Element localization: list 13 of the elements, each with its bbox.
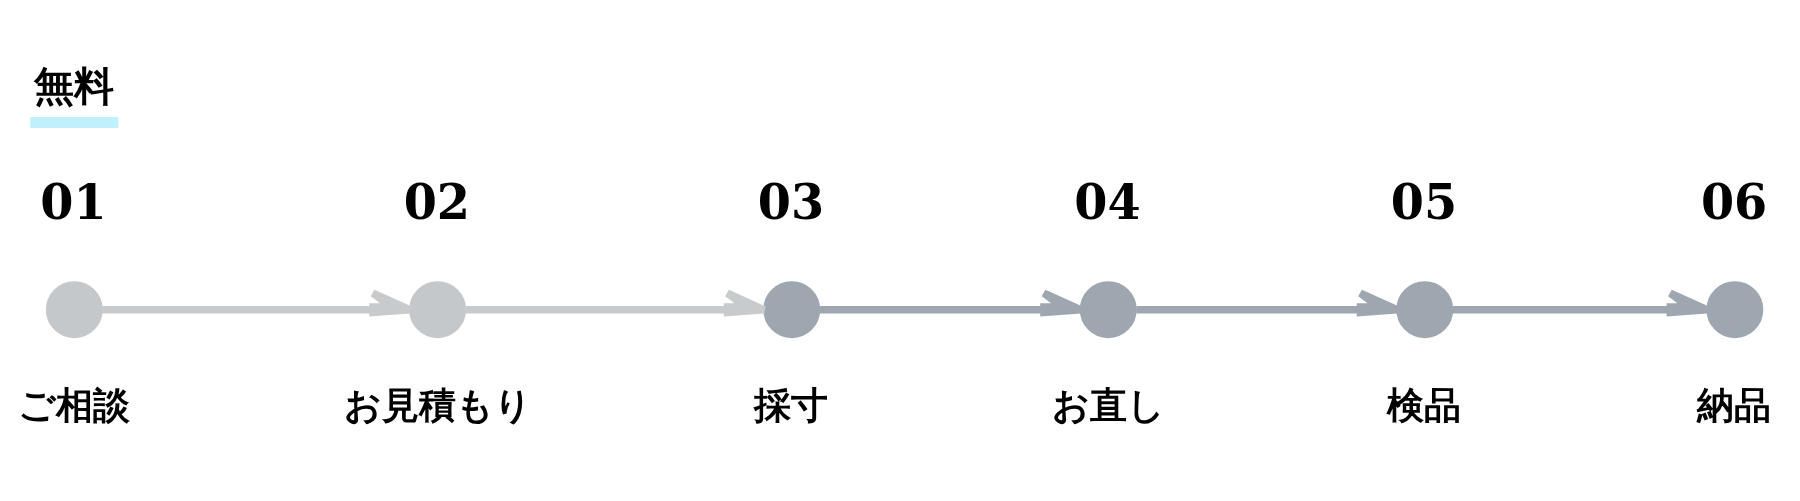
node-label: お見積もり [344,383,533,427]
node-label: ご相談 [18,383,131,427]
node-label: 02 [403,173,471,230]
node-label: 05 [1390,173,1458,230]
node-label: 01 [40,173,107,230]
node-label: 04 [1074,173,1141,230]
label: 無料 [33,61,114,110]
node-label: 採寸 [754,383,829,427]
node-label: 03 [757,173,825,230]
node-label: 納品 [1697,383,1772,427]
node-label: お直し [1052,383,1166,427]
node-label: 06 [1700,173,1768,230]
node-label: 検品 [1387,383,1462,427]
